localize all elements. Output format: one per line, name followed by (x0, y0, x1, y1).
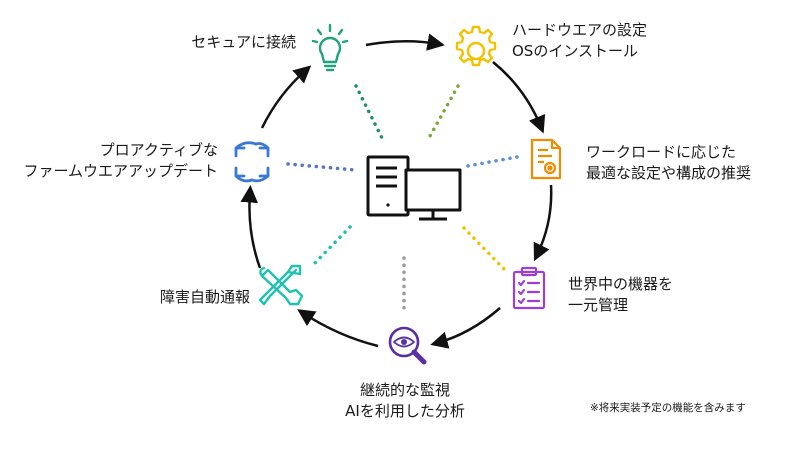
arrow-workload-to-management (533, 184, 553, 262)
arrow-management-to-monitoring (430, 307, 501, 349)
document-gear-icon (530, 138, 562, 180)
arrow-connect-to-hardware (365, 33, 445, 51)
step-label-global-management: 世界中の機器を 一元管理 (568, 275, 674, 314)
step-label-hardware-os: ハードウエアの設定 OSのインストール (512, 21, 648, 60)
step-label-secure-connect: セキュアに接続 (191, 33, 296, 51)
computer-server-monitor-icon (366, 155, 462, 221)
clipboard-checklist-icon (512, 266, 546, 310)
cycle-arrows (240, 33, 553, 349)
lightbulb-icon (311, 23, 349, 72)
step-label-proactive-firmware: プロアクティブな ファームウエアアップデート (23, 141, 218, 180)
refresh-arrows-icon (234, 141, 270, 183)
footnote: ※将来実装予定の機能を含みます (590, 402, 746, 414)
arrow-failure-to-update (240, 185, 262, 269)
connector-hardware (428, 84, 460, 138)
dotted-connectors (286, 84, 519, 312)
connector-workload (460, 155, 519, 169)
gear-icon (455, 25, 497, 67)
step-label-workload-config: ワークロードに応じた 最適な設定や構成の推奨 (586, 143, 752, 182)
step-label-auto-failure-report: 障害自動通報 (159, 288, 250, 306)
connector-connect (354, 84, 384, 140)
step-label-monitoring-ai: 継続的な監視 AIを利用した分析 (345, 381, 465, 420)
magnifier-eye-icon (388, 326, 427, 365)
arrow-hardware-to-workload (492, 61, 546, 134)
arrow-update-to-connect (260, 65, 312, 129)
connector-update (286, 162, 357, 172)
wrench-screwdriver-icon (258, 264, 304, 306)
connector-failure (310, 225, 352, 268)
arrow-monitoring-to-failure (297, 309, 379, 348)
connector-management (462, 226, 507, 272)
